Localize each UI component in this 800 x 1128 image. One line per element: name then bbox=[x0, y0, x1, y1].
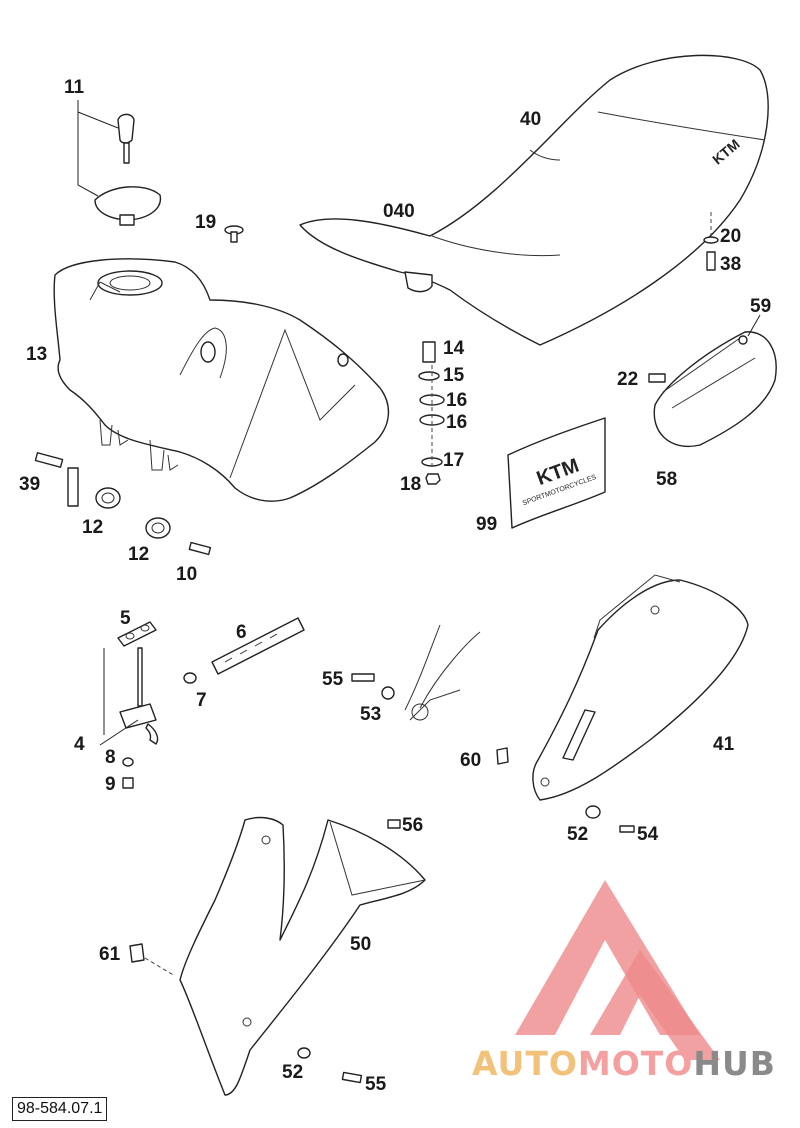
side-cover-right bbox=[496, 574, 749, 833]
fuel-hose bbox=[183, 617, 305, 684]
label-16a: 16 bbox=[446, 390, 467, 411]
watermark-text: AUTOMOTOHUB bbox=[472, 1044, 776, 1083]
watermark-logo bbox=[515, 880, 720, 1060]
label-4: 4 bbox=[74, 734, 85, 755]
label-12b: 12 bbox=[128, 544, 149, 565]
label-16b: 16 bbox=[446, 412, 467, 433]
label-55a: 55 bbox=[322, 669, 344, 690]
tank-decal: KTM SPORTMOTORCYCLES bbox=[507, 417, 606, 529]
label-8: 8 bbox=[105, 747, 116, 768]
screw-19 bbox=[224, 225, 244, 243]
label-39: 39 bbox=[19, 474, 40, 495]
label-10: 10 bbox=[176, 564, 197, 585]
label-11: 11 bbox=[64, 77, 85, 98]
label-7: 7 bbox=[196, 690, 207, 711]
watermark-part-3: HUB bbox=[693, 1044, 776, 1083]
label-40: 40 bbox=[520, 109, 541, 130]
label-60: 60 bbox=[460, 750, 481, 771]
label-52a: 52 bbox=[567, 824, 588, 845]
label-13: 13 bbox=[26, 344, 47, 365]
side-cover-left bbox=[129, 816, 426, 1096]
bolt-washer-stack bbox=[418, 341, 445, 485]
tank-mount-hardware bbox=[34, 452, 212, 556]
fuel-cap bbox=[77, 100, 162, 226]
fuel-tap bbox=[99, 621, 159, 789]
label-12a: 12 bbox=[82, 517, 103, 538]
label-6: 6 bbox=[236, 622, 247, 643]
label-040: 040 bbox=[383, 201, 415, 222]
watermark-part-2: MOTO bbox=[577, 1044, 694, 1083]
drawing-number: 98-584.07.1 bbox=[12, 1097, 108, 1121]
watermark-part-1: AUTO bbox=[472, 1044, 578, 1083]
fuel-tank bbox=[53, 258, 390, 502]
label-20: 20 bbox=[720, 226, 741, 247]
label-38: 38 bbox=[720, 254, 741, 275]
label-18: 18 bbox=[400, 474, 421, 495]
part-labels: 11 19 40 040 20 38 13 14 15 16 16 17 18 … bbox=[19, 77, 771, 1095]
label-50: 50 bbox=[350, 934, 371, 955]
label-14: 14 bbox=[443, 338, 465, 359]
frame-mount bbox=[351, 624, 481, 721]
label-9: 9 bbox=[105, 774, 116, 795]
seat: KTM bbox=[299, 54, 769, 346]
label-5: 5 bbox=[120, 608, 131, 629]
label-59: 59 bbox=[750, 296, 771, 317]
label-55b: 55 bbox=[365, 1074, 387, 1095]
label-22: 22 bbox=[617, 369, 638, 390]
label-19: 19 bbox=[195, 212, 216, 233]
label-54: 54 bbox=[637, 824, 659, 845]
label-41: 41 bbox=[713, 734, 735, 755]
label-53: 53 bbox=[360, 704, 381, 725]
label-56: 56 bbox=[402, 815, 423, 836]
label-15: 15 bbox=[443, 365, 465, 386]
label-61: 61 bbox=[99, 944, 121, 965]
label-17: 17 bbox=[443, 450, 464, 471]
tool-bag bbox=[648, 314, 777, 448]
label-58: 58 bbox=[656, 469, 677, 490]
label-52b: 52 bbox=[282, 1062, 303, 1083]
screw-20-38 bbox=[703, 212, 719, 271]
label-99: 99 bbox=[476, 514, 497, 535]
